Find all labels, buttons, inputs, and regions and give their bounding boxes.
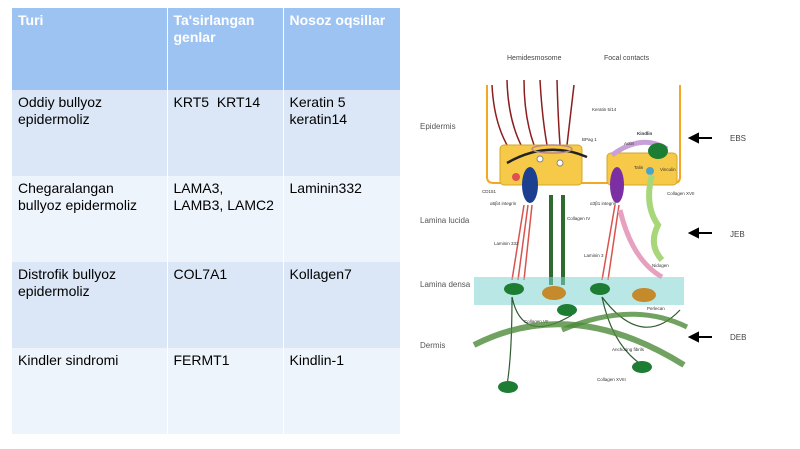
vinculin-dot	[646, 167, 654, 175]
collagen-17-strand	[646, 174, 665, 263]
plectin-strand	[506, 148, 588, 165]
cell-type: Oddiy bullyoz epidermoliz	[12, 90, 168, 176]
integrin-a3b1	[610, 167, 624, 203]
cell-proteins: Kindlin-1	[283, 348, 401, 434]
label-focal-contacts: Focal contacts	[604, 55, 650, 62]
cd151-dot	[512, 173, 520, 181]
integrin-a6b4	[522, 167, 538, 203]
label-laminin3: Laminin 3	[584, 253, 604, 258]
label-a6b4: α6β4 integrin	[490, 201, 517, 206]
label-epidermis: Epidermis	[420, 122, 456, 131]
header-proteins: Nosoz oqsillar	[283, 8, 401, 90]
arrow-deb	[687, 331, 712, 343]
cell-membrane	[486, 85, 681, 184]
label-jeb: JEB	[730, 230, 745, 239]
laminin-pink-arm	[617, 209, 664, 280]
header-genes: Ta'sirlangan genlar	[167, 8, 284, 90]
nidogen-blob-2	[590, 283, 610, 295]
kindlin-blob	[648, 143, 668, 159]
nidogen-blob	[504, 283, 524, 295]
laminin-3-chains	[601, 204, 620, 281]
dermal-fibre-1	[472, 321, 686, 368]
anchoring-plaque-1	[557, 304, 577, 316]
label-lamina-densa: Lamina densa	[420, 280, 471, 289]
laminin-332-chains	[511, 204, 533, 281]
label-ebs: EBS	[730, 134, 746, 143]
arrow-ebs	[687, 132, 712, 144]
label-a3b1: α3β1 integrin	[590, 201, 617, 206]
label-actin: Actin	[624, 141, 635, 146]
label-dermis: Dermis	[420, 341, 445, 350]
cell-type: Chegaralangan bullyoz epidermoliz	[12, 176, 168, 262]
anchoring-plaque-3	[632, 361, 652, 373]
perlecan-blob	[542, 286, 566, 300]
plaque-dot-2	[556, 159, 564, 167]
header-type: Turi	[12, 8, 168, 90]
plaque-dot-1	[536, 155, 544, 163]
label-dermal-collagen: Collagen XVIII	[597, 377, 626, 382]
cell-proteins: Laminin332	[283, 176, 401, 262]
cell-type: Distrofik bullyoz epidermoliz	[12, 262, 168, 348]
label-bpag1: BPag 1	[582, 137, 597, 142]
label-vinculin: Vinculin	[660, 167, 676, 172]
label-collagen7: Collagen VII	[524, 319, 549, 324]
cell-genes: LAMA3, LAMB3, LAMC2	[167, 176, 284, 262]
focal-contact-plaque	[606, 152, 678, 186]
label-nidogen: Nidogen	[652, 263, 669, 268]
arrow-jeb	[687, 227, 712, 239]
table-row: Oddiy bullyoz epidermoliz KRT5 KRT14 Ker…	[12, 90, 401, 176]
label-collagen17: Collagen XVII	[667, 191, 695, 196]
bpag1-ring	[531, 144, 573, 154]
table-header-row: Turi Ta'sirlangan genlar Nosoz oqsillar	[12, 8, 401, 90]
collagen-4-columns	[549, 195, 565, 285]
table-row: Distrofik bullyoz epidermoliz COL7A1 Kol…	[12, 262, 401, 348]
cell-type: Kindler sindromi	[12, 348, 168, 434]
table-row: Chegaralangan bullyoz epidermoliz LAMA3,…	[12, 176, 401, 262]
dermal-fibre-2	[561, 311, 689, 333]
label-perlecan: Perlecan	[647, 306, 665, 311]
anchoring-plaque-2	[498, 381, 518, 393]
label-deb: DEB	[730, 333, 746, 342]
label-kindlin: Kindlin	[637, 131, 652, 136]
cell-genes: COL7A1	[167, 262, 284, 348]
table-row: Kindler sindromi FERMT1 Kindlin-1	[12, 348, 401, 434]
label-cd151: CD151	[482, 189, 497, 194]
basement-membrane-diagram: Hemidesmosome Focal contacts Epidermis L…	[420, 55, 746, 393]
label-hemidesmosome: Hemidesmosome	[507, 55, 562, 62]
label-laminin332: Laminin 332	[494, 241, 519, 246]
label-keratin: Keratin 5/14	[592, 107, 617, 112]
label-anchoring-fibrils: Anchoring fibrils	[612, 347, 645, 352]
perlecan-blob-2	[632, 288, 656, 302]
cell-proteins: Kollagen7	[283, 262, 401, 348]
label-collagen4: Collagen IV	[567, 216, 590, 221]
keratin-filaments	[491, 79, 575, 151]
label-lamina-lucida: Lamina lucida	[420, 216, 470, 225]
cell-genes: FERMT1	[167, 348, 284, 434]
cell-genes: KRT5 KRT14	[167, 90, 284, 176]
cell-proteins: Keratin 5 keratin14	[283, 90, 401, 176]
label-talin: Talin	[634, 165, 644, 170]
epidermolysis-table: Turi Ta'sirlangan genlar Nosoz oqsillar …	[12, 8, 401, 434]
